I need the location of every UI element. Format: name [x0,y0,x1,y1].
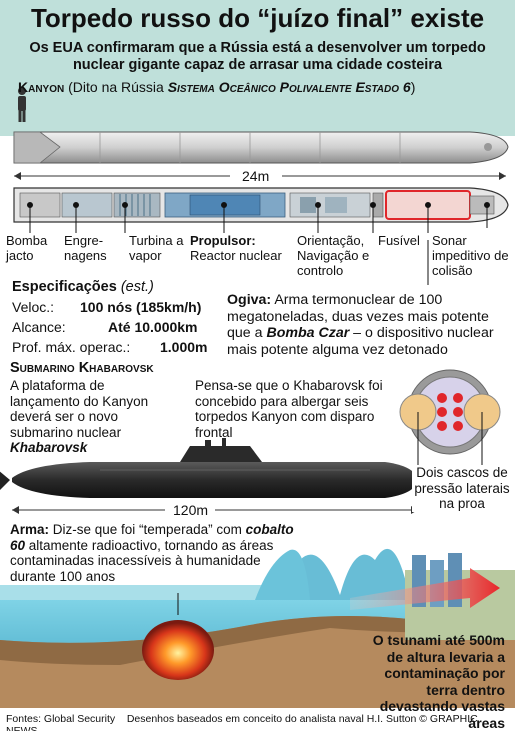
subtitle: Os EUA confirmaram que a Rússia está a d… [0,40,515,75]
torpedo-cutaway [13,187,509,223]
label-navigation: Orientação, Navigação e controlo [297,233,370,278]
warhead-description: Ogiva: Arma termonuclear de 100 megatone… [227,292,494,358]
platform-text: A plataforma de lançamento do Kanyon dev… [10,378,149,456]
capacity-text: Pensa-se que o Khabarovsk foi concebido … [195,378,383,440]
footer: Fontes: Global Security Desenhos baseado… [6,713,511,731]
submarine-title: Submarino Khabarovsk [10,360,154,376]
torpedo-length-dimension [14,172,506,180]
bomb-czar: Bomba Czar [266,325,350,342]
spec-range-label: Alcance: [12,319,66,335]
kanyon-close: ) [410,79,416,95]
person-scale-icon [18,87,26,122]
label-steam-turbine: Turbina a vapor [129,233,184,263]
submarine-length: 120m [170,502,212,519]
footer-credits: Desenhos baseados em conceito do analist… [6,713,478,731]
torpedo-leaders [27,202,490,285]
weapon-label: Arma: [10,522,50,537]
propulsor-desc: Reactor nuclear [190,247,282,263]
tsunami-text: O tsunami até 500m de altura levaria a c… [372,632,505,731]
spec-speed-label: Veloc.: [12,299,55,315]
subtitle-line-1: Os EUA confirmaram que a Rússia está a d… [29,40,486,56]
hulls-text: Dois cascos de pressão laterais na proa [412,465,512,512]
kanyon-alias: Sistema Oceânico Polivalente Estado 6 [167,79,411,95]
spec-speed-value: 100 nós (185km/h) [80,299,202,315]
hull-cross-section [399,369,501,473]
subtitle-line-2: nuclear gigante capaz de arrasar uma cid… [72,57,443,74]
label-pump-jet: Bomba jacto [6,233,48,263]
specs-title: Especificações (est.) [12,279,154,295]
label-gears: Engre- nagens [64,233,107,263]
kanyon-open: (Dito na Rússia [64,79,168,95]
torpedo-length: 24m [238,168,274,185]
label-propulsor: Propulsor:Reactor nuclear [190,233,300,264]
cobalt-60: cobalto 60 [10,522,294,553]
kanyon-line: Kanyon (Dito na Rússia Sistema Oceânico … [18,79,415,95]
footer-sources: Fontes: Global Security [6,713,116,725]
torpedo-exterior [13,131,509,164]
label-sonar: Sonar impeditivo de colisão [432,233,509,278]
spec-depth-label: Prof. máx. operac.: [12,339,131,355]
propulsor-title: Propulsor: [190,233,256,248]
kanyon-name: Kanyon [18,79,65,95]
header-background [0,0,515,136]
specs-note: (est.) [116,279,154,295]
tsunami-scene [0,548,515,708]
submarine-name: Khabarovsk [10,440,88,456]
warhead-label: Ogiva: [227,292,272,308]
submarine-khabarovsk [0,438,418,498]
explosion-icon [142,620,214,680]
spec-range-value: Até 10.000km [108,319,198,335]
page-title: Torpedo russo do “juízo final” existe [30,3,485,33]
label-fuse: Fusível [378,233,420,248]
weapon-description: Arma: Diz-se que foi “temperada” com cob… [10,522,294,584]
spec-depth-value: 1.000m [160,339,208,355]
